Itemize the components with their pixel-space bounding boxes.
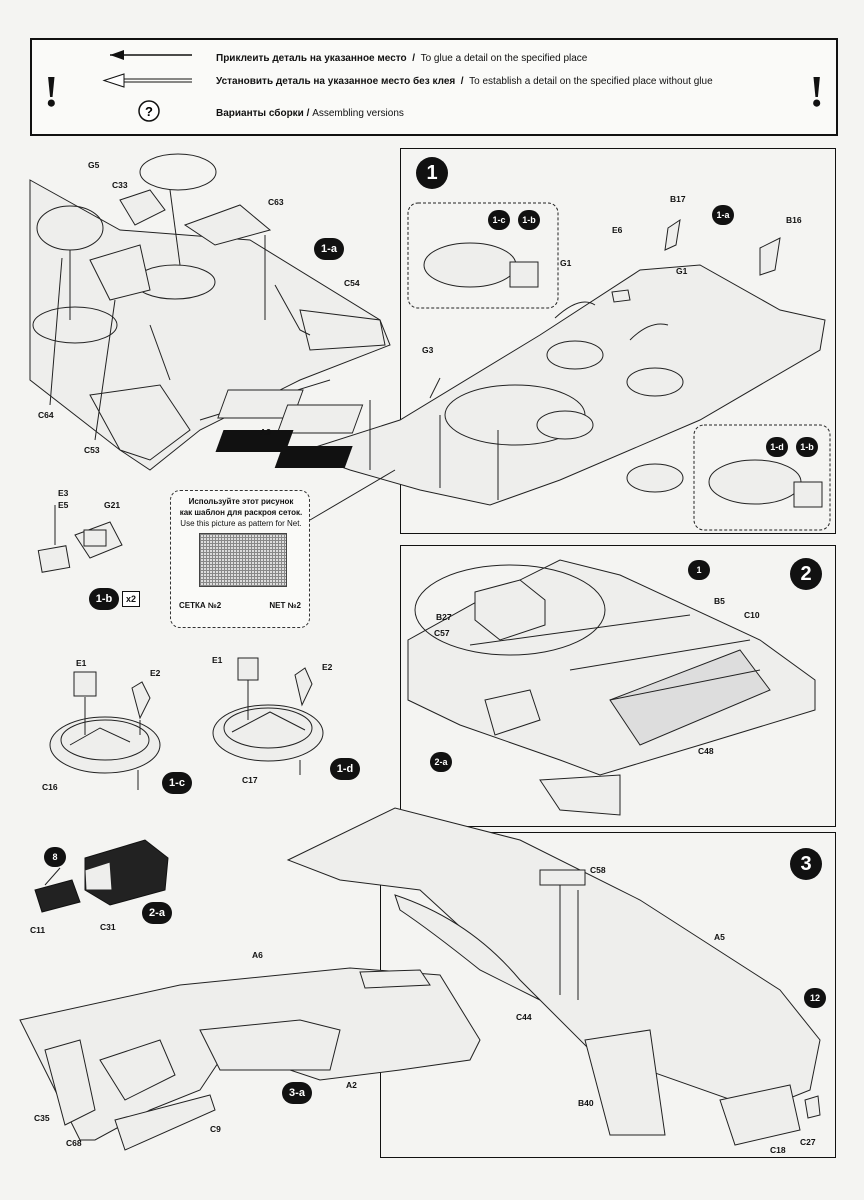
label-c9: C9	[210, 1124, 221, 1134]
label-e1-1d: E1	[212, 655, 223, 665]
star-8-badge: 8	[44, 847, 66, 867]
label-c11: C11	[30, 925, 46, 935]
label-b27: B27	[436, 612, 452, 622]
label-g1-right: G1	[676, 266, 688, 276]
net-name-ru: СЕТКА №2	[179, 601, 222, 610]
step-1-drawing	[215, 202, 831, 531]
label-c16: C16	[42, 782, 58, 792]
question-glyph: ?	[145, 104, 153, 119]
subassembly-1b-badge: 1-b	[89, 588, 119, 610]
label-c10: C10	[744, 610, 760, 620]
ref-1a-badge: 1-a	[712, 205, 734, 225]
label-a2: A2	[346, 1080, 357, 1090]
step-2-badge: 2	[790, 558, 822, 590]
step-3-badge: 3	[790, 848, 822, 880]
label-b16: B16	[786, 215, 802, 225]
question-icon	[138, 100, 160, 122]
label-a6: A6	[252, 950, 263, 960]
subassembly-1d-badge: 1-d	[330, 758, 360, 780]
legend-noglue-ru: Установить деталь на указанное место без…	[216, 76, 456, 87]
ref-1c-badge: 1-c	[488, 210, 510, 230]
label-c63: C63	[268, 197, 284, 207]
label-b17: B17	[670, 194, 686, 204]
label-c35: C35	[34, 1113, 50, 1123]
part-e3-e5-g21-drawing	[37, 505, 123, 573]
label-c17: C17	[242, 775, 258, 785]
label-c31: C31	[100, 922, 116, 932]
legend-versions-en: Assembling versions	[312, 108, 404, 119]
label-e5: E5	[58, 500, 69, 510]
label-c53: C53	[84, 445, 100, 455]
box-2a-drawing	[34, 839, 169, 913]
label-e2-1c: E2	[150, 668, 161, 678]
label-e3: E3	[58, 488, 69, 498]
part-3a-drawing	[19, 967, 481, 1151]
legend-noglue: Установить деталь на указанное место без…	[216, 76, 713, 87]
hull-top-1a-drawing	[29, 153, 391, 471]
legend-glue-en: To glue a detail on the specified place	[420, 53, 588, 64]
legend-glue: Приклеить деталь на указанное место / To…	[216, 53, 588, 64]
ref-1d-badge: 1-d	[766, 437, 788, 457]
subassembly-1a-badge: 1-a	[314, 238, 344, 260]
label-g1-left: G1	[560, 258, 572, 268]
quantity-x2: x2	[122, 591, 140, 607]
star-12-badge: 12	[804, 988, 826, 1008]
label-c27: C27	[800, 1137, 816, 1147]
label-b40: B40	[578, 1098, 594, 1108]
legend-versions: Варианты сборки / Assembling versions	[216, 108, 404, 119]
label-c33: C33	[112, 180, 128, 190]
net-name-en: NET №2	[269, 601, 301, 610]
label-c57: C57	[434, 628, 450, 638]
ref-1b-badge: 1-b	[518, 210, 540, 230]
label-e1-1c: E1	[76, 658, 87, 668]
net-pattern-note: Используйте этот рисунок как шаблон для …	[170, 490, 310, 628]
label-a3: A3	[260, 427, 271, 437]
ref-step-1-badge: 1	[688, 560, 710, 580]
step-2-drawing	[407, 559, 816, 816]
label-c48: C48	[698, 746, 714, 756]
subassembly-1c-badge: 1-c	[162, 772, 192, 794]
label-c18: C18	[770, 1145, 786, 1155]
net-note-ru-1: Используйте этот рисунок	[188, 497, 294, 506]
legend-glue-ru: Приклеить деталь на указанное место	[216, 53, 407, 64]
label-c64: C64	[38, 410, 54, 420]
subassembly-3a-badge: 3-a	[282, 1082, 312, 1104]
label-g5: G5	[88, 160, 100, 170]
step-2-frame	[400, 545, 836, 827]
legend-versions-ru: Варианты сборки	[216, 108, 304, 119]
step-1-badge: 1	[416, 157, 448, 189]
ref-2a-badge: 2-a	[430, 752, 452, 772]
label-c44: C44	[516, 1012, 532, 1022]
turret-ring-1d-drawing	[212, 657, 324, 775]
label-c54: C54	[344, 278, 360, 288]
warning-mark-right: !	[809, 67, 824, 116]
label-b5: B5	[714, 596, 725, 606]
net-note-en: Use this picture as pattern for Net.	[180, 519, 302, 528]
step-1-frame	[400, 148, 836, 534]
label-a5: A5	[714, 932, 725, 942]
ref-1b-badge-2: 1-b	[796, 437, 818, 457]
label-e2-1d: E2	[322, 662, 333, 672]
warning-mark-left: !	[44, 67, 59, 116]
label-g3: G3	[422, 345, 434, 355]
net-pattern-swatch	[199, 533, 287, 587]
legend-noglue-en: To establish a detail on the specified p…	[469, 76, 713, 87]
net-note-ru-2: как шаблон для раскроя сеток.	[179, 508, 303, 517]
subassembly-2a-badge: 2-a	[142, 902, 172, 924]
label-c68: C68	[66, 1138, 82, 1148]
turret-ring-1c-drawing	[49, 671, 161, 790]
label-g21: G21	[104, 500, 121, 510]
label-c58: C58	[590, 865, 606, 875]
legend-box: ! ! ? Приклеить деталь на указанное мест…	[30, 38, 838, 136]
label-e6: E6	[612, 225, 623, 235]
step-3-drawing	[286, 807, 821, 1146]
legend-arrows: ?	[102, 50, 192, 122]
